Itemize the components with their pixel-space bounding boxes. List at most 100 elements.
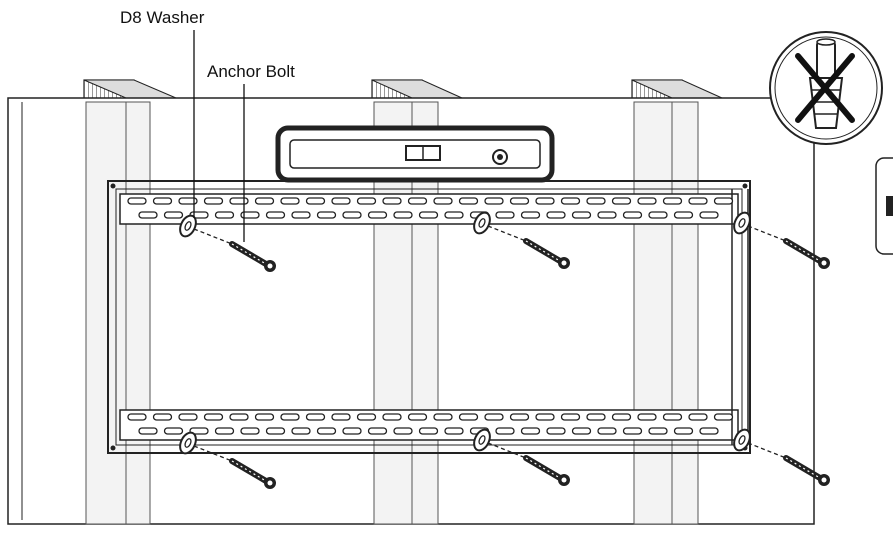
- rail-slot: [484, 413, 504, 421]
- rail-slot: [152, 413, 173, 421]
- rail-slot: [316, 427, 337, 435]
- rail-slot: [291, 211, 311, 219]
- rail-slot: [571, 211, 592, 219]
- rail-slot: [382, 413, 402, 421]
- rail-slot: [699, 427, 719, 435]
- rail-slot: [152, 197, 173, 205]
- rail-slot: [331, 197, 351, 205]
- rail-slot: [418, 211, 439, 219]
- rail-slot: [254, 197, 275, 205]
- rail-slot: [203, 413, 224, 421]
- d8-washer-label: D8 Washer: [120, 8, 205, 27]
- rail-slot: [673, 427, 694, 435]
- rail-slot: [520, 427, 541, 435]
- rail-slot: [393, 427, 413, 435]
- rail-slot: [163, 211, 184, 219]
- rail-slot: [622, 211, 643, 219]
- anchor-bolt: [193, 228, 276, 272]
- rail-slot: [356, 197, 377, 205]
- anchor-bolt: [193, 445, 276, 489]
- callout-leaders: [193, 30, 245, 242]
- rail-slot: [586, 413, 606, 421]
- rail-slot: [560, 197, 581, 205]
- rail-slot: [637, 197, 657, 205]
- rail-slot: [356, 413, 377, 421]
- rail-slot: [458, 413, 479, 421]
- rail-slot: [662, 413, 683, 421]
- rail-slot: [240, 211, 260, 219]
- rail-slot: [342, 211, 362, 219]
- wall-mount-plate: [107, 180, 751, 454]
- rail-slot: [622, 427, 643, 435]
- rail-slot: [393, 211, 413, 219]
- anchor-bolt-label: Anchor Bolt: [207, 62, 295, 81]
- top-rail-slots: [127, 197, 734, 219]
- rail-slot: [699, 211, 719, 219]
- rail-slot: [713, 197, 734, 205]
- bottom-rail-slots: [127, 413, 734, 435]
- rail-slot: [265, 427, 286, 435]
- rail-slot: [444, 427, 464, 435]
- rail-slot: [611, 197, 632, 205]
- anchor-bolt: [487, 442, 570, 486]
- rail-slot: [331, 413, 351, 421]
- rail-slot: [240, 427, 260, 435]
- rail-slot: [546, 427, 566, 435]
- rail-slot: [305, 413, 326, 421]
- rail-slot: [484, 197, 504, 205]
- rail-slot: [637, 413, 657, 421]
- rail-slot: [688, 413, 708, 421]
- rail-slot: [433, 197, 453, 205]
- rail-slot: [571, 427, 592, 435]
- rail-slot: [407, 197, 428, 205]
- rail-slot: [127, 197, 147, 205]
- rail-slot: [688, 197, 708, 205]
- rail-slot: [367, 427, 388, 435]
- anchor-bolt: [487, 225, 570, 269]
- rail-slot: [662, 197, 683, 205]
- rail-slot: [495, 427, 515, 435]
- partial-badge: [875, 157, 893, 255]
- rail-slot: [495, 211, 515, 219]
- rail-slot: [203, 197, 224, 205]
- rail-slot: [229, 197, 249, 205]
- rail-slot: [560, 413, 581, 421]
- rail-slot: [138, 427, 158, 435]
- rail-slot: [713, 413, 734, 421]
- d8-washer: [179, 214, 197, 238]
- d8-washer: [473, 211, 491, 235]
- rail-slot: [535, 413, 555, 421]
- rail-slot: [127, 413, 147, 421]
- rail-slot: [214, 427, 235, 435]
- rail-slot: [178, 413, 198, 421]
- rail-slot: [509, 197, 530, 205]
- rail-slot: [189, 427, 209, 435]
- rail-slot: [178, 197, 198, 205]
- rail-slot: [229, 413, 249, 421]
- rail-slot: [597, 427, 617, 435]
- rail-slot: [305, 197, 326, 205]
- rail-slot: [254, 413, 275, 421]
- rail-slot: [138, 211, 158, 219]
- rail-slot: [418, 427, 439, 435]
- rail-slot: [597, 211, 617, 219]
- rail-slot: [367, 211, 388, 219]
- rail-slot: [163, 427, 184, 435]
- rail-slot: [280, 413, 300, 421]
- no-wall-anchor-icon: [769, 31, 883, 145]
- rail-slot: [648, 211, 668, 219]
- rail-slot: [291, 427, 311, 435]
- spirit-level: [275, 125, 555, 183]
- rail-slot: [520, 211, 541, 219]
- rail-slot: [342, 427, 362, 435]
- rail-slot: [280, 197, 300, 205]
- rail-slot: [458, 197, 479, 205]
- rail-slot: [648, 427, 668, 435]
- rail-slot: [444, 211, 464, 219]
- rail-slot: [546, 211, 566, 219]
- rail-slot: [611, 413, 632, 421]
- anchor-bolt: [747, 225, 830, 269]
- hardware: [179, 211, 830, 489]
